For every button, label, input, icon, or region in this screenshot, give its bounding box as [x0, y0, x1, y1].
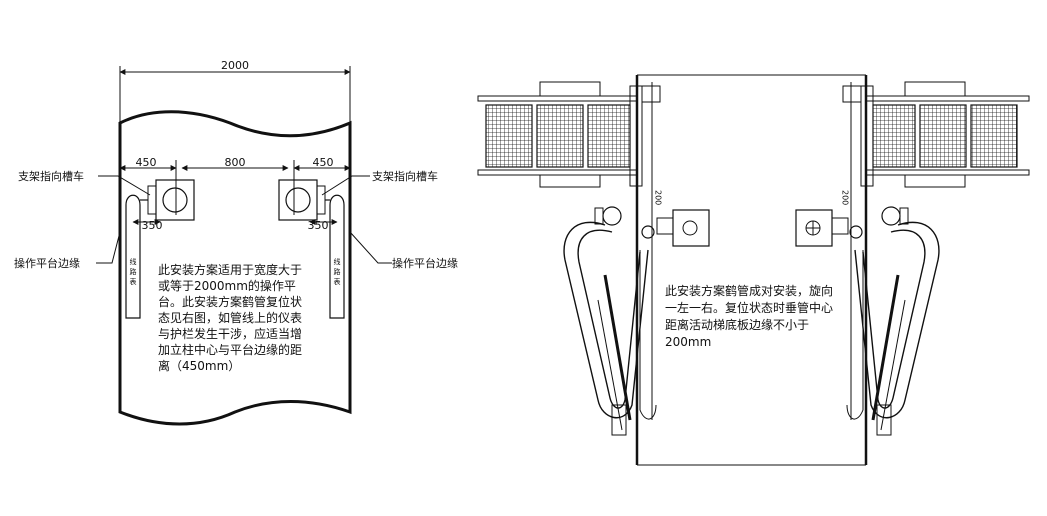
label-support-left: 支架指向槽车: [18, 169, 84, 183]
left-installation-note: 此安装方案适用于宽度大于或等于2000mm的操作平台。此安装方案鹤管复位状态见右…: [158, 263, 303, 373]
mesh-panel-left-3: [587, 104, 631, 168]
gangway-left: [477, 95, 638, 102]
right-support-bracket: [278, 179, 318, 221]
mesh-panel-left-1: [485, 104, 533, 168]
mesh-panel-left-2: [536, 104, 584, 168]
leader-support-right: [321, 175, 370, 196]
pipe-text-left: 线路表: [129, 257, 137, 288]
dim-left-offset-label: 450: [136, 156, 157, 169]
support-plate-left: [672, 209, 710, 247]
mesh-panel-right-3: [970, 104, 1018, 168]
right-elevation-view: [477, 74, 1030, 466]
loading-arm-right: [854, 221, 940, 419]
left-support-bracket: [155, 179, 195, 221]
loading-arm-left: [563, 221, 649, 419]
platform-outline: [118, 110, 352, 426]
dim-left-200-label: 200: [654, 190, 663, 205]
right-pipe: [329, 194, 345, 319]
dim-center-gap-label: 800: [225, 156, 246, 169]
dim-right-offset-label: 450: [313, 156, 334, 169]
leader-edge-left: [96, 231, 121, 264]
dim-overall-label: 2000: [221, 59, 249, 72]
label-support-right: 支架指向槽车: [372, 169, 438, 183]
dim-left-350-label: 350: [142, 219, 163, 232]
dim-right-200-label: 200: [841, 190, 850, 205]
left-plan-view: [96, 66, 392, 426]
leader-support-left: [98, 175, 151, 196]
label-edge-left: 操作平台边缘: [14, 256, 80, 270]
mesh-panel-right-1: [872, 104, 916, 168]
label-edge-right: 操作平台边缘: [392, 256, 458, 270]
leader-edge-right: [349, 231, 392, 264]
mesh-panel-right-2: [919, 104, 967, 168]
right-installation-note: 此安装方案鹤管成对安装，旋向一左一右。复位状态时垂管中心距离活动梯底板边缘不小于…: [665, 284, 834, 349]
dim-right-350-label: 350: [308, 219, 329, 232]
gangway-right: [865, 95, 1030, 102]
pipe-text-right: 线路表: [333, 257, 341, 288]
left-pipe: [125, 194, 141, 319]
